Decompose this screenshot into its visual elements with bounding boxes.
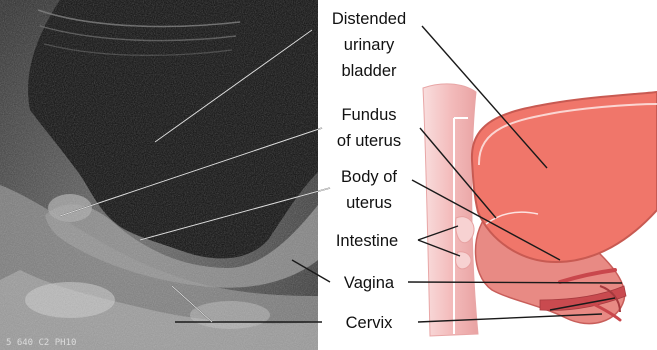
labels: Distended urinary bladder Fundus of uter… bbox=[332, 10, 406, 332]
label-bladder-line3: bladder bbox=[341, 62, 397, 80]
label-body-line2: uterus bbox=[346, 194, 392, 212]
label-intestine: Intestine bbox=[336, 232, 398, 250]
urinary-bladder bbox=[472, 92, 657, 262]
ultrasound-image: 5 640 C2 PH10 bbox=[0, 0, 318, 350]
label-fundus-line1: Fundus bbox=[341, 106, 396, 124]
anatomy-drawing bbox=[423, 84, 657, 336]
label-body-line1: Body of bbox=[341, 168, 397, 186]
label-fundus-line2: of uterus bbox=[337, 132, 401, 150]
label-bladder-line2: urinary bbox=[344, 36, 395, 54]
scan-caption: 5 640 C2 PH10 bbox=[6, 338, 76, 348]
label-vagina: Vagina bbox=[344, 274, 395, 292]
label-bladder-line1: Distended bbox=[332, 10, 406, 28]
pubic-bone bbox=[423, 84, 478, 336]
label-cervix: Cervix bbox=[346, 314, 394, 332]
